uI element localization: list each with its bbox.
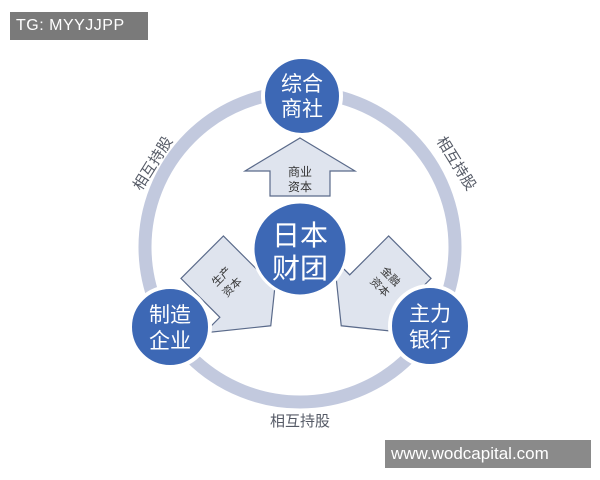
node-manufacturing-line2: 企业 xyxy=(149,329,191,353)
node-manufacturing: 制造 企业 xyxy=(128,285,212,369)
node-manufacturing-line1: 制造 xyxy=(149,303,191,327)
watermark-website: www.wodcapital.com xyxy=(385,440,591,468)
node-trading-company: 综合 商社 xyxy=(261,55,343,137)
flow-arrow-commercial: 商业 资本 xyxy=(242,137,358,197)
flow-label-commercial-line2: 资本 xyxy=(288,180,312,194)
flow-arrow-production: 生产 资本 xyxy=(180,235,279,334)
flow-label-commercial-line1: 商业 xyxy=(288,164,312,179)
flow-arrow-finance: 金融 资本 xyxy=(333,235,432,334)
node-main-bank: 主力 银行 xyxy=(388,284,472,368)
cross-holding-label-bottom: 相互持股 xyxy=(270,412,330,430)
node-main-bank-line2: 银行 xyxy=(409,328,451,352)
node-trading-company-line1: 综合 xyxy=(281,72,323,96)
node-japan-zaibatsu: 日本 财团 xyxy=(251,200,349,298)
watermark-telegram: TG: MYYJJPP xyxy=(10,12,148,40)
node-trading-company-line2: 商社 xyxy=(281,97,323,121)
node-main-bank-line1: 主力 xyxy=(409,302,451,326)
node-japan-zaibatsu-line1: 日本 xyxy=(272,219,328,252)
node-japan-zaibatsu-line2: 财团 xyxy=(272,252,328,285)
